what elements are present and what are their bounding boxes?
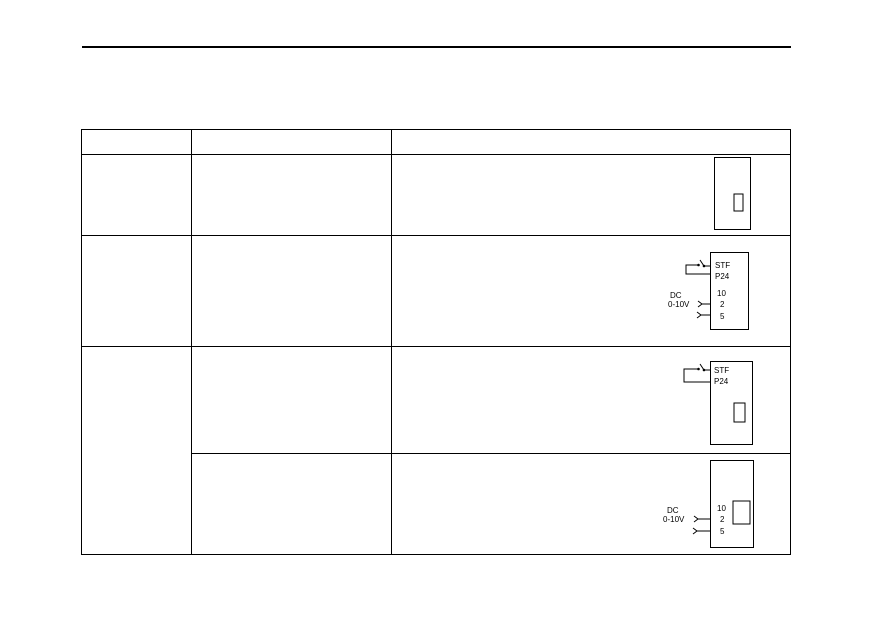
terminal-2: 2 (720, 515, 725, 524)
terminal-10: 10 (717, 289, 726, 298)
operation-table (81, 129, 791, 555)
terminal-5: 5 (720, 527, 725, 536)
col1-divider (191, 130, 192, 554)
terminal-p24: P24 (715, 272, 730, 281)
signal-wire-5 (696, 311, 710, 319)
inverter-panel-figure (714, 157, 751, 230)
inverter-body (710, 460, 754, 548)
signal-wire-2 (693, 515, 710, 523)
row2-divider (82, 346, 790, 347)
terminal-10: 10 (717, 504, 726, 513)
top-rule (82, 46, 791, 48)
operation-panel (733, 402, 746, 423)
row1-divider (82, 235, 790, 236)
external-wiring-figure: STF P24 10 2 5 DC 0-10V (668, 252, 749, 330)
inverter-body (714, 157, 751, 230)
col2-divider (391, 130, 392, 554)
operation-panel (732, 500, 751, 525)
terminal-p24: P24 (714, 377, 729, 386)
switch-panel-figure: STF P24 (683, 361, 753, 445)
terminal-stf: STF (714, 366, 729, 375)
analog-panel-figure: 10 2 5 DC 0-10V (663, 460, 754, 548)
terminal-stf: STF (715, 261, 730, 270)
terminal-2: 2 (720, 300, 725, 309)
start-switch-icon (683, 363, 710, 383)
dc-label: DC (667, 506, 679, 515)
terminal-5: 5 (720, 312, 725, 321)
voltage-range-label: 0-10V (668, 300, 690, 309)
row3-divider (191, 453, 790, 454)
signal-wire-2 (697, 300, 710, 308)
dc-label: DC (670, 291, 682, 300)
operation-panel (733, 193, 744, 212)
inverter-body (710, 361, 753, 445)
voltage-range-label: 0-10V (663, 515, 685, 524)
header-divider (82, 154, 790, 155)
start-switch-icon (685, 259, 710, 275)
inverter-body (710, 252, 749, 330)
signal-wire-5 (692, 527, 710, 535)
